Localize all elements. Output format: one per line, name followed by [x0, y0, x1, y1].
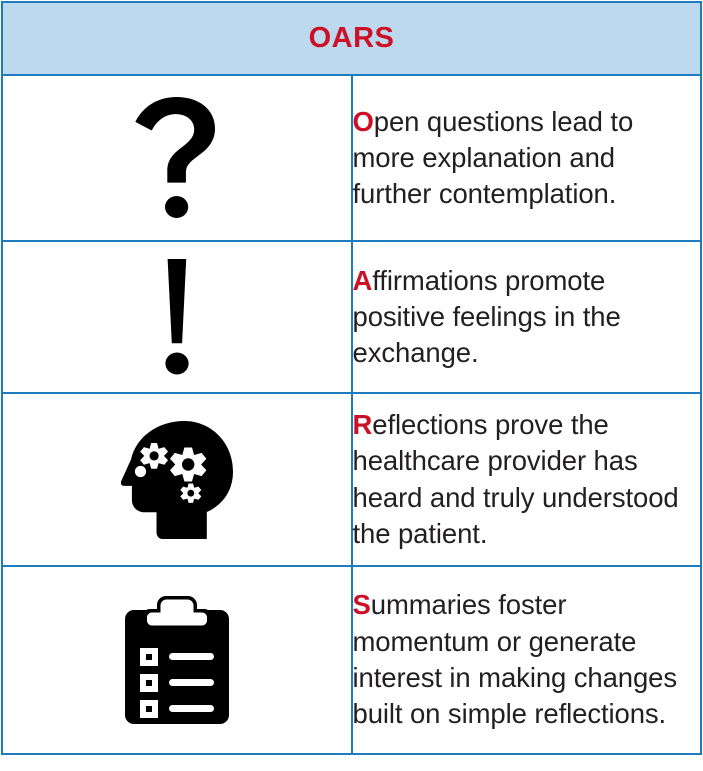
table-row: Summaries foster momentum or generate in… — [1, 565, 702, 755]
row-initial-letter: O — [352, 105, 374, 137]
exclamation-mark-icon — [3, 259, 351, 375]
question-mark-icon — [3, 97, 351, 219]
clipboard-checklist-icon — [3, 596, 351, 724]
row-body-text: pen questions lead to more explanation a… — [352, 105, 634, 210]
oars-header-cell: OARS — [1, 1, 702, 76]
row-description: Reflections prove the healthcare provide… — [353, 407, 701, 552]
page-title: OARS — [308, 22, 395, 54]
head-with-gears-icon — [3, 420, 351, 539]
text-cell-summaries: Summaries foster momentum or generate in… — [350, 565, 702, 755]
icon-cell-summaries — [1, 565, 353, 755]
text-cell-open: Open questions lead to more explanation … — [350, 74, 702, 242]
row-initial-letter: S — [352, 589, 371, 621]
row-initial-letter: A — [352, 264, 373, 296]
icon-cell-affirmations — [1, 240, 353, 394]
oars-table: OARS Open questions lead to more explana… — [1, 1, 702, 755]
table-row: Affirmations promote positive feelings i… — [1, 240, 702, 394]
table-header-row: OARS — [1, 1, 702, 76]
row-initial-letter: R — [352, 408, 373, 440]
row-description: Affirmations promote positive feelings i… — [353, 263, 701, 372]
text-cell-reflections: Reflections prove the healthcare provide… — [350, 392, 702, 567]
table-row: Open questions lead to more explanation … — [1, 74, 702, 242]
icon-cell-open — [1, 74, 353, 242]
text-cell-affirmations: Affirmations promote positive feelings i… — [350, 240, 702, 394]
table-row: Reflections prove the healthcare provide… — [1, 392, 702, 567]
row-body-text: ummaries foster momentum or generate int… — [352, 589, 678, 730]
icon-cell-reflections — [1, 392, 353, 567]
row-description: Open questions lead to more explanation … — [353, 104, 701, 213]
row-body-text: eflections prove the healthcare provider… — [352, 408, 679, 549]
row-body-text: ffirmations promote positive feelings in… — [352, 264, 621, 369]
row-description: Summaries foster momentum or generate in… — [353, 587, 701, 732]
